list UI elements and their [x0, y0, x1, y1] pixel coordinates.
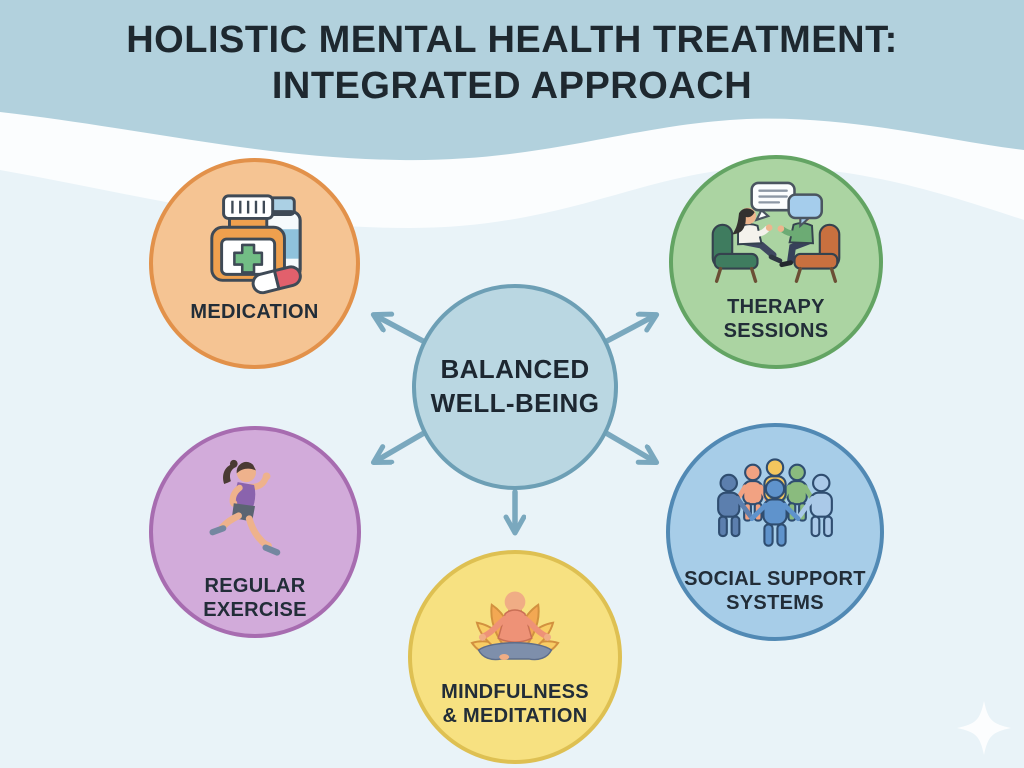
page-title: HOLISTIC MENTAL HEALTH TREATMENT: INTEGR…: [0, 18, 1024, 109]
node-mindfulness-meditation-label: MINDFULNESS & MEDITATION: [441, 681, 589, 727]
node-regular-exercise-label: REGULAR EXERCISE: [203, 575, 307, 621]
page-title-line2: INTEGRATED APPROACH: [271, 64, 753, 107]
arrow-to-medication: [376, 316, 426, 344]
wave-blue-band: [0, 0, 1024, 161]
node-therapy-sessions-label: THERAPY SESSIONS: [723, 296, 829, 342]
arrow-to-therapy-sessions: [604, 316, 654, 344]
node-social-support-systems: SOCIAL SUPPORT SYSTEMS: [666, 423, 884, 641]
node-balanced-well-being: BALANCED WELL-BEING: [412, 284, 618, 490]
people-group-icon: [717, 458, 833, 547]
node-regular-exercise: REGULAR EXERCISE: [149, 426, 361, 638]
arrow-to-regular-exercise: [376, 430, 427, 461]
node-mindfulness-meditation: MINDFULNESS & MEDITATION: [408, 550, 622, 764]
arrow-to-social-support-systems: [603, 430, 654, 461]
node-social-support-systems-label: SOCIAL SUPPORT SYSTEMS: [684, 568, 866, 614]
center-node-label: BALANCED WELL-BEING: [430, 354, 600, 418]
running-woman-icon: [209, 459, 281, 556]
pill-bottles-icon: [209, 194, 302, 295]
sparkle-icon: [957, 701, 1011, 755]
node-therapy-sessions: THERAPY SESSIONS: [669, 155, 883, 369]
counseling-conversation-icon: [711, 181, 841, 283]
lotus-meditation-icon: [470, 591, 560, 661]
page-title-line1: HOLISTIC MENTAL HEALTH TREATMENT:: [126, 19, 898, 61]
speech-bubbles-icon: [750, 181, 824, 229]
node-medication-label: MEDICATION: [190, 301, 319, 323]
node-medication: MEDICATION: [149, 158, 360, 369]
